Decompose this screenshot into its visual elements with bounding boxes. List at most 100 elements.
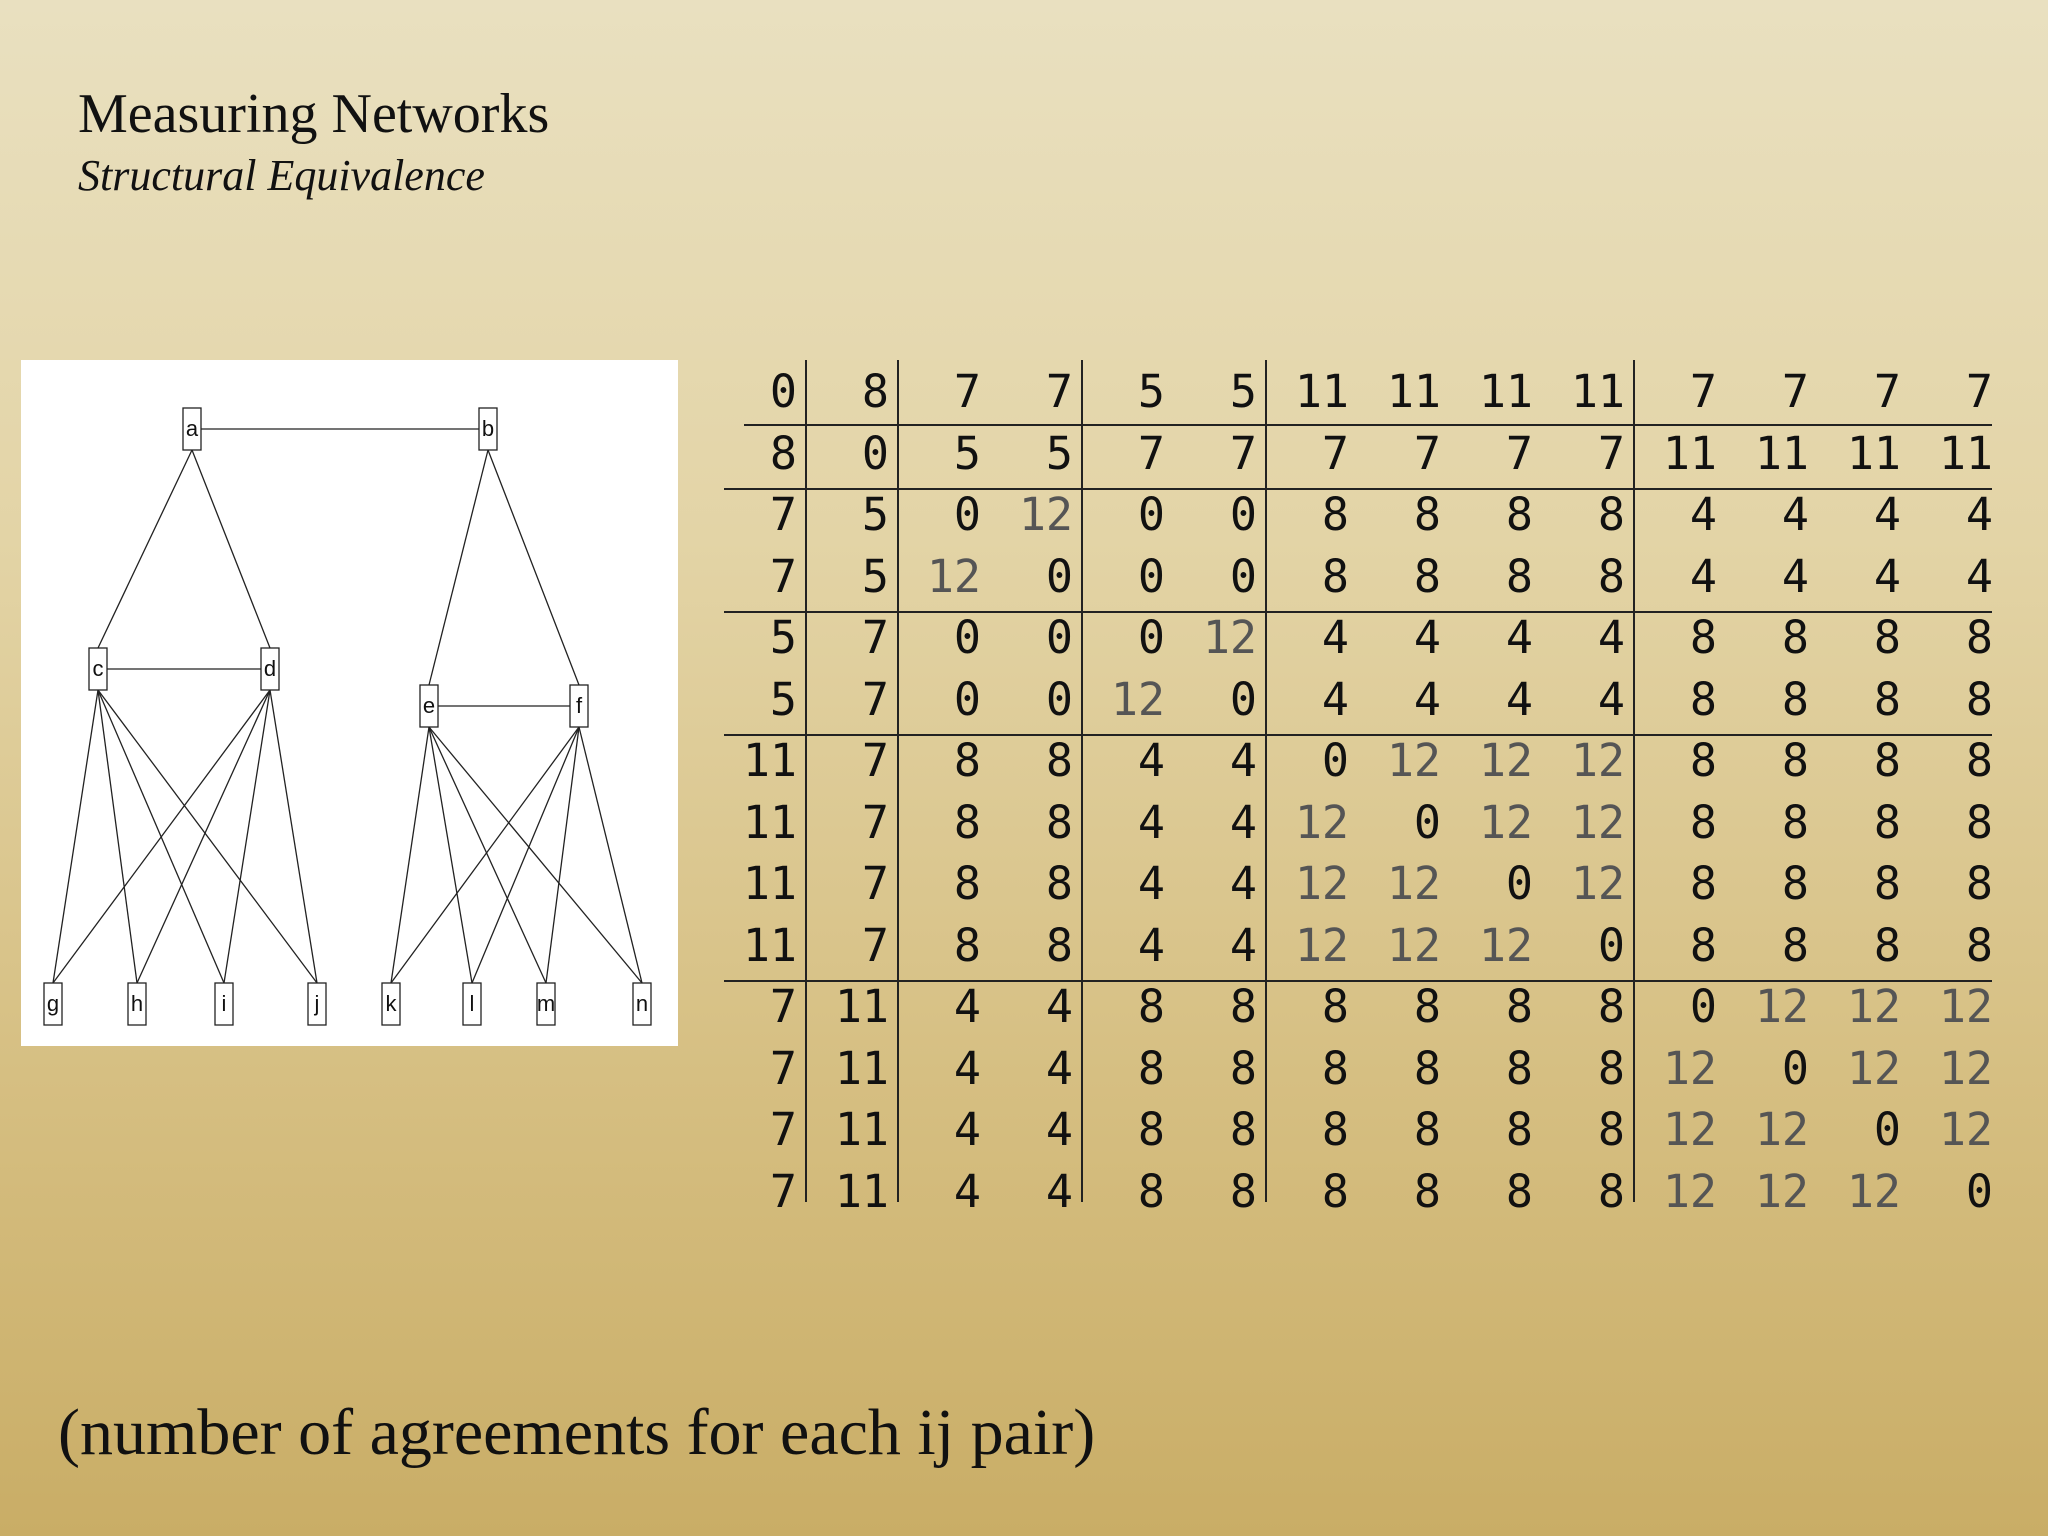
node-b: b <box>478 407 498 451</box>
matrix-cell: 12 <box>1294 795 1349 849</box>
matrix-cell: 8 <box>1137 980 1165 1033</box>
matrix-cell: 11 <box>1570 365 1625 418</box>
matrix-cell: 12 <box>1846 1041 1901 1095</box>
matrix-cell: 11 <box>1938 426 1993 480</box>
matrix-cell: 8 <box>1413 1164 1441 1218</box>
matrix-cell: 0 <box>953 488 981 541</box>
matrix-column-separator <box>1633 360 1635 1202</box>
matrix-cell: 11 <box>742 734 797 787</box>
matrix-cell: 8 <box>1965 611 1993 664</box>
matrix-cell: 12 <box>1018 488 1073 541</box>
matrix-cell: 0 <box>1413 795 1441 849</box>
matrix-cell: 4 <box>1965 549 1993 603</box>
node-e: e <box>419 684 439 728</box>
matrix-cell: 4 <box>1045 1041 1073 1095</box>
matrix-cell: 8 <box>1597 980 1625 1033</box>
matrix-cell: 8 <box>1045 795 1073 849</box>
matrix-cell: 8 <box>1781 918 1809 972</box>
matrix-cell: 12 <box>1202 611 1257 664</box>
matrix-cell: 7 <box>953 365 981 418</box>
matrix-cell: 8 <box>1965 672 1993 726</box>
node-label: k <box>386 991 398 1016</box>
node-j: j <box>307 982 327 1026</box>
node-c: c <box>88 647 108 691</box>
matrix-cell: 8 <box>1597 549 1625 603</box>
matrix-cell: 12 <box>1110 672 1165 726</box>
matrix-cell: 0 <box>1505 857 1533 910</box>
matrix-cell: 11 <box>1846 426 1901 480</box>
matrix-cell: 7 <box>769 1041 797 1095</box>
matrix-cell: 8 <box>1873 734 1901 787</box>
node-label: i <box>222 991 227 1016</box>
matrix-cell: 8 <box>1965 795 1993 849</box>
matrix-cell: 7 <box>1597 426 1625 480</box>
matrix-cell: 12 <box>1570 734 1625 787</box>
edge-f-m <box>545 726 580 984</box>
edge-f-k <box>390 726 580 984</box>
matrix-cell: 12 <box>1754 1164 1809 1218</box>
matrix-cell: 4 <box>1505 611 1533 664</box>
matrix-cell: 7 <box>769 1164 797 1218</box>
matrix-cell: 8 <box>1597 1103 1625 1156</box>
matrix-cell: 0 <box>769 365 797 418</box>
matrix-cell: 8 <box>1413 549 1441 603</box>
matrix-cell: 5 <box>1045 426 1073 480</box>
node-g: g <box>43 982 63 1026</box>
matrix-cell: 4 <box>1045 1164 1073 1218</box>
matrix-cell: 0 <box>1229 549 1257 603</box>
matrix-cell: 0 <box>953 611 981 664</box>
matrix-cell: 4 <box>953 1041 981 1095</box>
matrix-cell: 7 <box>769 549 797 603</box>
matrix-cell: 8 <box>1505 488 1533 541</box>
matrix-cell: 7 <box>1137 426 1165 480</box>
matrix-cell: 7 <box>769 980 797 1033</box>
matrix-cell: 0 <box>1781 1041 1809 1095</box>
matrix-cell: 8 <box>953 795 981 849</box>
matrix-cell: 0 <box>1597 918 1625 972</box>
node-label: a <box>186 416 199 441</box>
edge-d-g <box>52 689 271 984</box>
matrix-cell: 12 <box>1478 734 1533 787</box>
matrix-cell: 4 <box>1045 980 1073 1033</box>
matrix-cell: 8 <box>1229 1164 1257 1218</box>
matrix-cell: 8 <box>1505 980 1533 1033</box>
matrix-cell: 8 <box>1505 1164 1533 1218</box>
matrix-cell: 8 <box>1229 980 1257 1033</box>
matrix-cell: 8 <box>1137 1041 1165 1095</box>
matrix-cell: 8 <box>1689 795 1717 849</box>
edge-b-e <box>428 449 489 686</box>
matrix-cell: 12 <box>1386 734 1441 787</box>
matrix-cell: 12 <box>1938 1103 1993 1156</box>
matrix-cell: 0 <box>1689 980 1717 1033</box>
matrix-cell: 4 <box>953 980 981 1033</box>
matrix-cell: 7 <box>769 488 797 541</box>
node-label: j <box>314 991 320 1016</box>
matrix-cell: 12 <box>1570 795 1625 849</box>
matrix-cell: 8 <box>1137 1164 1165 1218</box>
edge-c-j <box>97 689 318 984</box>
matrix-cell: 12 <box>1386 857 1441 910</box>
node-n: n <box>632 982 652 1026</box>
matrix-cell: 8 <box>1413 1103 1441 1156</box>
node-label: c <box>93 656 104 681</box>
matrix-cell: 12 <box>1662 1041 1717 1095</box>
matrix-cell: 4 <box>1505 672 1533 726</box>
matrix-cell: 8 <box>1873 611 1901 664</box>
matrix-cell: 0 <box>1965 1164 1993 1218</box>
matrix-cell: 4 <box>1229 734 1257 787</box>
node-label: g <box>47 991 59 1016</box>
matrix-cell: 7 <box>1873 365 1901 418</box>
edge-d-j <box>269 689 318 984</box>
matrix-cell: 0 <box>861 426 889 480</box>
matrix-cell: 4 <box>1413 672 1441 726</box>
edge-f-n <box>578 726 643 984</box>
matrix-cell: 4 <box>1689 549 1717 603</box>
matrix-cell: 8 <box>1965 918 1993 972</box>
matrix-cell: 4 <box>953 1164 981 1218</box>
edge-a-d <box>191 449 271 649</box>
matrix-cell: 4 <box>1781 549 1809 603</box>
matrix-cell: 12 <box>926 549 981 603</box>
matrix-caption: (number of agreements for each ij pair) <box>58 1396 1096 1469</box>
matrix-cell: 7 <box>769 1103 797 1156</box>
matrix-cell: 8 <box>1413 488 1441 541</box>
